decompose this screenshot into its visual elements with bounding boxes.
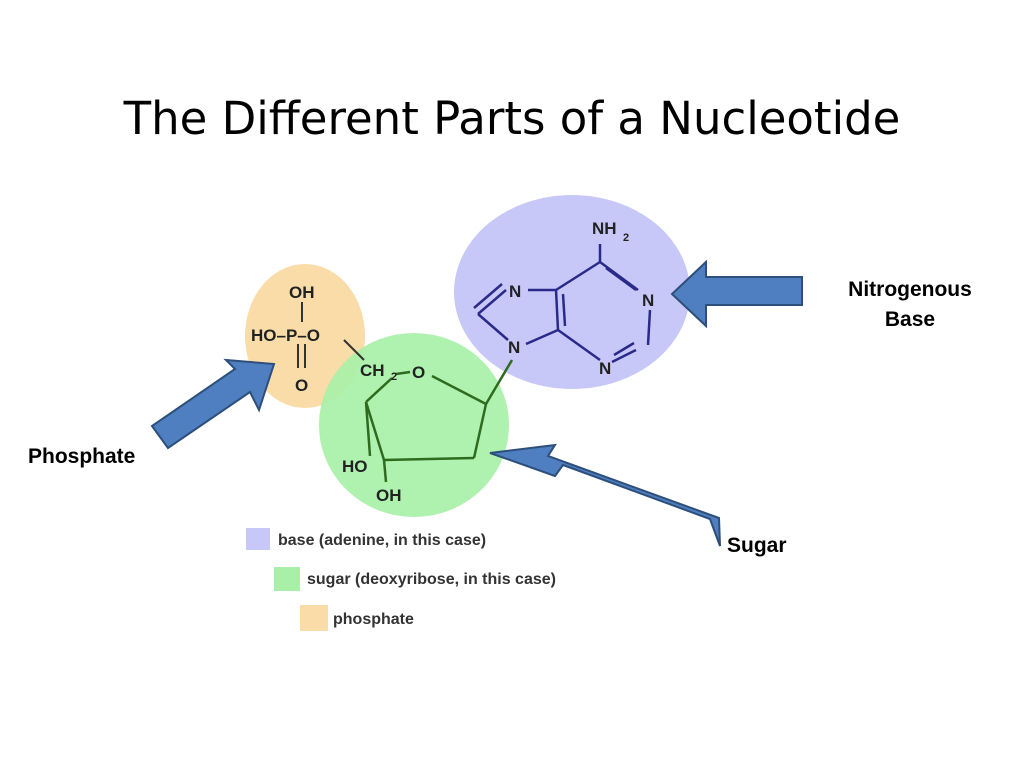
arrow-to-sugar: [489, 443, 721, 547]
sugar-oh-label: OH: [376, 486, 402, 505]
base-n-right-label: N: [642, 291, 654, 310]
base-region: [454, 195, 690, 389]
phosphate-row-label: HO–P–O: [251, 326, 320, 345]
legend-label-phosphate: phosphate: [333, 611, 414, 628]
base-bonds: [473, 244, 652, 364]
nitrogenous-base-label-line1: Nitrogenous: [848, 278, 972, 301]
base-n-top-left-label: N: [509, 282, 521, 301]
legend-swatch-sugar: [274, 567, 300, 591]
ch2-subscript: 2: [391, 371, 397, 383]
phosphate-o-label: O: [295, 376, 308, 395]
sugar-region: [319, 333, 509, 517]
nh2-subscript: 2: [623, 232, 629, 244]
legend-label-sugar: sugar (deoxyribose, in this case): [307, 571, 556, 588]
arrow-to-base: [670, 259, 803, 329]
base-n-bottom-left-label: N: [508, 338, 520, 357]
arrow-to-phosphate: [150, 358, 276, 450]
sugar-ho-label: HO: [342, 457, 368, 476]
nitrogenous-base-label-line2: Base: [885, 308, 935, 331]
legend-swatch-phosphate: [300, 605, 328, 631]
nh2-label: NH: [592, 219, 617, 238]
sugar-bonds: [364, 359, 514, 483]
legend: base (adenine, in this case) sugar (deox…: [246, 528, 556, 631]
ring-oxygen-label: O: [412, 363, 425, 382]
phosphate-oh-label: OH: [289, 283, 315, 302]
ch2-label: CH: [360, 361, 385, 380]
base-n-bottom-label: N: [599, 359, 611, 378]
phosphate-label: Phosphate: [28, 445, 135, 468]
phosphate-bonds: [297, 302, 365, 368]
sugar-label: Sugar: [727, 534, 787, 557]
legend-label-base: base (adenine, in this case): [278, 532, 486, 549]
legend-swatch-base: [246, 528, 270, 550]
page-title: The Different Parts of a Nucleotide: [123, 92, 901, 146]
phosphate-region: [245, 264, 365, 408]
